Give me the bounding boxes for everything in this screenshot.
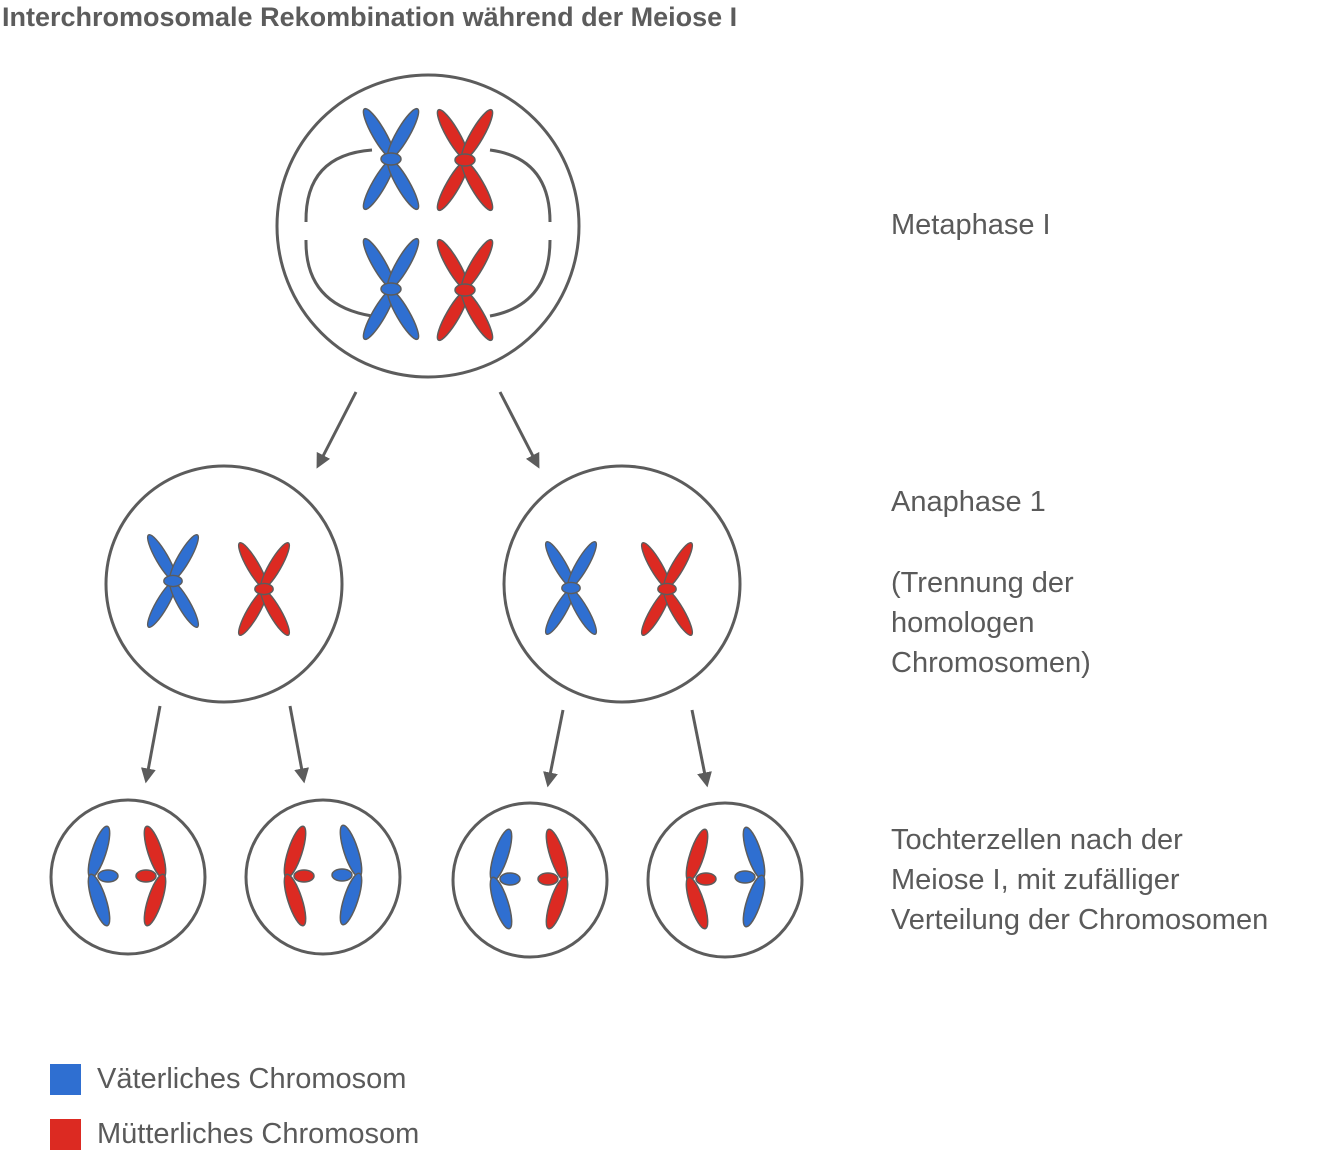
daughter-cell-1 [49, 798, 207, 956]
stage-label-anaphase: Anaphase 1 [891, 486, 1046, 518]
arrow [288, 705, 310, 784]
arrow [543, 709, 565, 788]
spindle-fiber [489, 148, 552, 223]
arrow [498, 391, 540, 469]
paternal-chromatid [331, 824, 363, 926]
maternal-chromosome [237, 542, 291, 636]
paternal-chromosome [362, 237, 420, 341]
daughter-cell-2 [244, 798, 402, 956]
maternal-chromosome [640, 542, 694, 636]
maternal-chromatid [283, 825, 315, 927]
legend-item-maternal: Mütterliches Chromosom [50, 1118, 419, 1151]
legend-swatch-paternal [50, 1064, 81, 1095]
stage-label-metaphase: Metaphase I [891, 209, 1051, 241]
maternal-chromosome [436, 108, 494, 212]
anaphase-cell-right [502, 464, 742, 704]
paternal-chromosome [362, 107, 420, 211]
paternal-chromatid [87, 825, 119, 927]
paternal-chromosome [544, 541, 598, 635]
maternal-chromatid [135, 825, 167, 927]
maternal-chromatid [537, 828, 569, 930]
spindle-fiber [489, 239, 552, 318]
anaphase-cell-left [104, 464, 344, 704]
metaphase-cell [275, 73, 581, 379]
arrow [316, 391, 358, 469]
daughter-cell-3 [451, 801, 609, 959]
paternal-chromatid [489, 828, 521, 930]
legend-swatch-maternal [50, 1119, 81, 1150]
spindle-fiber [304, 239, 373, 318]
diagram-title: Interchromosomale Rekombination während … [2, 2, 738, 32]
maternal-chromosome [436, 238, 494, 342]
paternal-chromatid [734, 826, 766, 928]
legend-label-paternal: Väterliches Chromosom [97, 1063, 407, 1095]
daughter-cell-4 [646, 801, 804, 959]
arrow [140, 705, 162, 784]
legend-label-maternal: Mütterliches Chromosom [97, 1118, 420, 1150]
paternal-chromosome [146, 534, 200, 628]
maternal-chromatid [685, 828, 717, 930]
arrow [690, 709, 712, 788]
legend-item-paternal: Väterliches Chromosom [50, 1063, 406, 1096]
spindle-fiber [304, 148, 373, 223]
